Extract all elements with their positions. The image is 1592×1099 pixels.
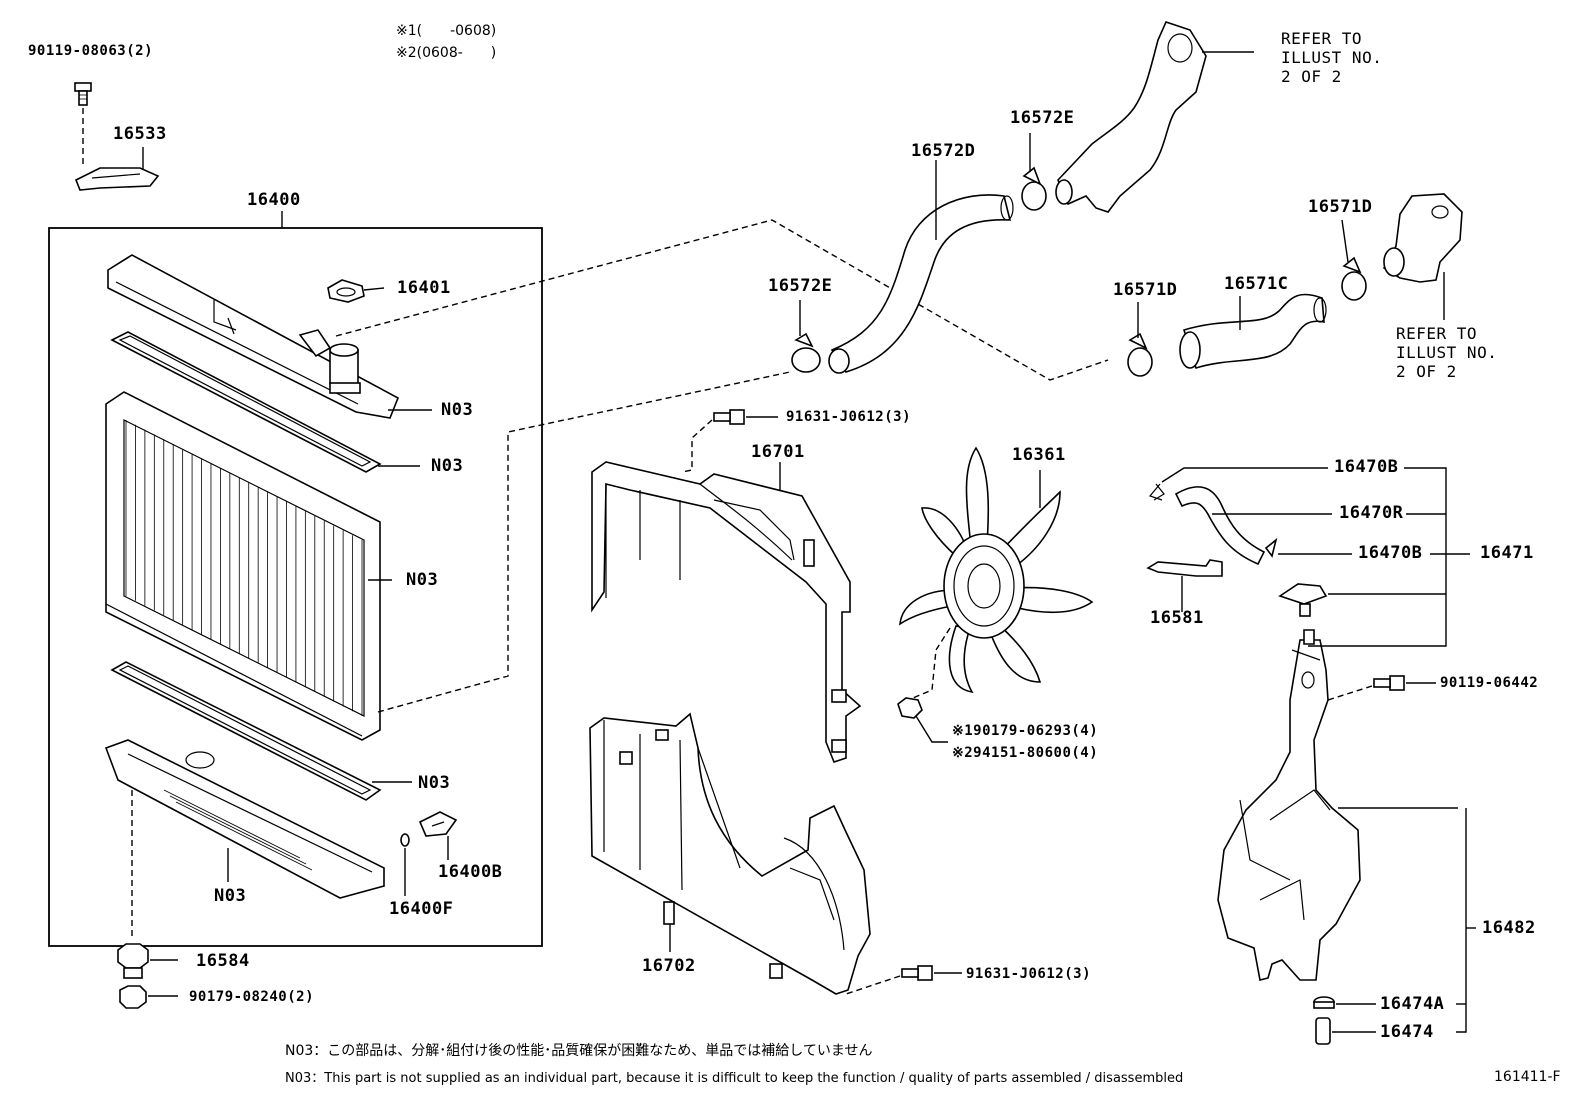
label-90119-08063: 90119-08063(2) [28, 43, 154, 59]
hose-16474-icon [1315, 1017, 1376, 1045]
bracket-lines-16471 [1308, 467, 1476, 1033]
gasket-upper-icon [110, 331, 420, 473]
variant-note-1: ※1( -0608) [396, 23, 497, 39]
gasket-lower-icon [110, 661, 412, 801]
bolt-91631-top-icon [681, 409, 778, 473]
reservoir-16482-icon [1217, 629, 1458, 981]
label-16702: 16702 [642, 956, 696, 976]
bolt-90179-08240-icon [119, 985, 178, 1009]
label-16400f: 16400F [389, 899, 454, 919]
hose-16572d-icon [828, 160, 1014, 374]
radiator-assembly-frame [48, 211, 543, 947]
label-n03-upper-tank: N03 [441, 400, 474, 420]
label-16571d-right: 16571D [1308, 197, 1373, 217]
label-16482: 16482 [1482, 918, 1536, 938]
dashed-link-lower [377, 371, 791, 713]
hose-16571c-icon [1179, 293, 1327, 370]
refer-top-line-3: 2 OF 2 [1281, 67, 1342, 86]
refer-note-top: REFER TO ILLUST NO. 2 OF 2 [1281, 29, 1382, 86]
clamp-16572e-top-icon [1021, 133, 1047, 211]
refer-top-line-1: REFER TO [1281, 29, 1363, 48]
water-inlet-housing-icon [1382, 193, 1463, 320]
label-16474: 16474 [1380, 1022, 1434, 1042]
refer-note-right: REFER TO ILLUST NO. 2 OF 2 [1396, 324, 1497, 381]
label-16572d: 16572D [911, 141, 976, 161]
o-ring-16400f-icon [400, 833, 410, 896]
label-16471: 16471 [1480, 543, 1534, 563]
label-16470b-top: 16470B [1334, 457, 1399, 477]
radiator-lower-tank-icon [104, 739, 385, 899]
note-n03-english: N03：This part is not supplied as an indi… [285, 1071, 1184, 1086]
label-n03-core: N03 [406, 570, 439, 590]
fan-shroud-upper-16701-icon [591, 461, 862, 763]
refer-top-line-2: ILLUST NO. [1281, 48, 1383, 67]
label-16572e-top: 16572E [1010, 108, 1075, 128]
clamp-16571d-right-icon [1341, 219, 1367, 301]
drain-cock-16400b-icon [418, 811, 458, 860]
label-16470b-mid: 16470B [1358, 543, 1423, 563]
label-90179-06293: ※190179-06293(4) [952, 723, 1099, 739]
fan-shroud-lower-16702-icon [589, 712, 871, 995]
radiator-cap-16401-icon [327, 279, 385, 303]
radiator-upper-tank-icon [107, 254, 432, 419]
label-91631-top: 91631-J0612(3) [786, 409, 912, 425]
bracket-16533-icon [74, 147, 160, 191]
label-16584: 16584 [196, 951, 250, 971]
water-outlet-pipe-icon [1055, 21, 1254, 213]
bolt-90119-08063-icon [74, 82, 92, 168]
label-n03-gasket-upper: N03 [431, 456, 464, 476]
clip-16470b-top-icon [1153, 467, 1352, 555]
label-94151-80600: ※294151-80600(4) [952, 745, 1099, 761]
bracket-16581-icon [1146, 559, 1223, 612]
variant-note-2: ※2(0608- ) [396, 45, 497, 61]
refer-right-line-3: 2 OF 2 [1396, 362, 1457, 381]
label-16474a: 16474A [1380, 994, 1445, 1014]
label-90119-06442: 90119-06442 [1440, 675, 1539, 691]
overflow-hose-16470r-icon [1148, 483, 1278, 566]
clamp-16571d-left-icon [1127, 302, 1153, 377]
bolt-90119-06442-icon [1327, 675, 1436, 701]
nut-90179-06293-icon [897, 697, 948, 743]
label-90179-08240: 90179-08240(2) [189, 989, 315, 1005]
label-n03-lower-tank: N03 [214, 886, 247, 906]
label-16571d-left: 16571D [1113, 280, 1178, 300]
radiator-core-icon [105, 391, 392, 741]
label-16581: 16581 [1150, 608, 1204, 628]
label-16533: 16533 [113, 124, 167, 144]
label-16701: 16701 [751, 442, 805, 462]
refer-right-line-2: ILLUST NO. [1396, 343, 1498, 362]
figure-id: 161411-F [1494, 1069, 1561, 1085]
label-n03-gasket-lower: N03 [418, 773, 451, 793]
label-16571c: 16571C [1224, 274, 1289, 294]
dashed-link-upper [335, 219, 1109, 381]
reservoir-cap-icon [1278, 583, 1328, 617]
bolt-91631-bottom-icon [845, 965, 962, 995]
label-16401: 16401 [397, 278, 451, 298]
note-n03-japanese: N03：この部品は、分解･組付け後の性能･品質確保が困難なため、単品では補給して… [285, 1043, 873, 1059]
label-16361: 16361 [1012, 445, 1066, 465]
label-16572e-left: 16572E [768, 276, 833, 296]
seal-16474a-icon [1313, 996, 1376, 1009]
label-16400b: 16400B [438, 862, 503, 882]
label-16400: 16400 [247, 190, 301, 210]
label-16470r: 16470R [1339, 503, 1404, 523]
clamp-16572e-left-icon [791, 300, 821, 373]
label-91631-bottom: 91631-J0612(3) [966, 966, 1092, 982]
refer-right-line-1: REFER TO [1396, 324, 1478, 343]
fan-16361-icon [899, 446, 1094, 701]
drain-plug-16584-icon [117, 790, 178, 979]
